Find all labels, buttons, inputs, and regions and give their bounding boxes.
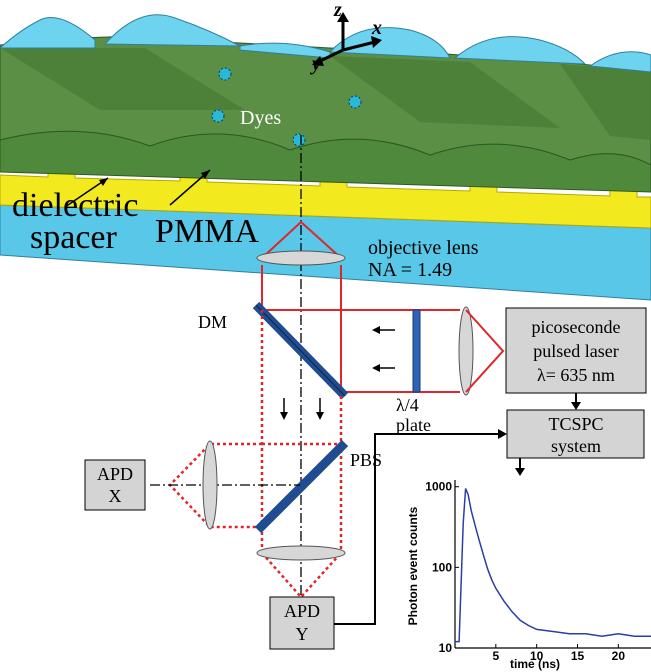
x-axis-label: time (ns): [510, 657, 560, 671]
dye-molecule: [292, 133, 306, 147]
y-tick-label: 1000: [425, 480, 452, 494]
axis-z-label: z: [333, 0, 342, 21]
top-cap-domes: [0, 14, 651, 73]
dye-molecules: [211, 67, 362, 147]
apd-x-line-2: X: [109, 486, 122, 506]
y-arrowhead: [312, 56, 324, 66]
pointer-arrow: [64, 177, 109, 208]
excitation-cone: [261, 220, 342, 259]
pmma-label: PMMA: [155, 213, 259, 250]
laser-line-2: pulsed laser: [533, 341, 618, 361]
y-axis-label: Photon event counts: [406, 506, 420, 625]
laser-lens: [458, 306, 474, 396]
x-arrowhead: [371, 36, 382, 48]
dyes-label: Dyes: [240, 107, 281, 129]
z-arrowhead: [337, 12, 349, 22]
pbs-label: PBS: [350, 450, 382, 470]
plot-area: [455, 480, 651, 648]
arrowhead: [99, 178, 108, 186]
dye-molecule: [211, 109, 225, 123]
apd-x-box: APD X: [84, 459, 146, 511]
objective-lens: [256, 250, 346, 266]
laser-line-1: picoseconde: [532, 317, 621, 337]
dielectric-label: dielectric: [12, 187, 138, 224]
coordinate-axes: z x y: [310, 0, 382, 75]
y-tick-label: 10: [439, 641, 453, 655]
x-tick-group: 5 10 15 20: [492, 644, 625, 663]
optical-path: [150, 135, 505, 600]
plate-label: plate: [396, 415, 431, 435]
arrowhead: [372, 326, 380, 334]
apd-x-line-1: APD: [97, 464, 133, 484]
emission-beam: [260, 310, 343, 553]
apd-y-line-2: Y: [296, 624, 309, 644]
apd-y-line-1: APD: [284, 601, 320, 621]
grating-ridge: [0, 48, 245, 110]
objective-label: objective lens: [368, 237, 479, 259]
apd-y-box: APD Y: [269, 596, 335, 650]
grating-ridge: [560, 64, 651, 140]
dye-molecule: [218, 67, 232, 81]
arrowhead: [571, 402, 581, 410]
x-tick-label: 10: [530, 649, 544, 663]
decay-curve: [455, 488, 651, 643]
laser-box: picoseconde pulsed laser λ= 635 nm: [505, 307, 647, 394]
signal-line: [334, 433, 500, 625]
axis-y-label: y: [310, 53, 321, 75]
dye-molecule: [348, 95, 362, 109]
arrowhead: [201, 170, 210, 179]
tcspc-line-2: system: [551, 436, 601, 456]
x-tick-label: 20: [612, 649, 626, 663]
quarter-wave-plate: [412, 309, 421, 393]
axis-x-label: x: [371, 17, 382, 39]
x-tick-label: 5: [492, 649, 499, 663]
arrowhead: [515, 468, 525, 476]
na-label: NA = 1.49: [368, 259, 452, 281]
arrowhead: [316, 412, 324, 420]
y-tick-label: 100: [432, 560, 452, 574]
x-tick-label: 15: [571, 649, 585, 663]
decay-chart: 10 100 1000 5 10 15 20 Photon event counts ti…: [406, 480, 651, 671]
laser-beam-cone: [465, 309, 505, 393]
sample-structure: Dyes dielectric spacer PMMA: [0, 14, 651, 301]
emission-beam-y: [261, 552, 342, 599]
laser-line-3: λ= 635 nm: [537, 365, 615, 385]
tcspc-line-1: TCSPC: [548, 414, 603, 434]
grating-ridge: [330, 56, 560, 128]
polarizing-beam-splitter: [254, 439, 349, 534]
arrowhead: [498, 429, 507, 439]
waveplate-label: λ/4: [396, 395, 419, 415]
spacer-label: spacer: [30, 219, 118, 256]
y-tick-group: 10 100 1000: [425, 480, 459, 655]
apd-y-lens: [256, 545, 346, 561]
arrowhead: [372, 364, 380, 372]
arrowhead: [280, 412, 288, 420]
tcspc-box: TCSPC system: [506, 409, 645, 459]
apd-x-lens: [202, 440, 218, 530]
dm-label: DM: [198, 312, 227, 332]
